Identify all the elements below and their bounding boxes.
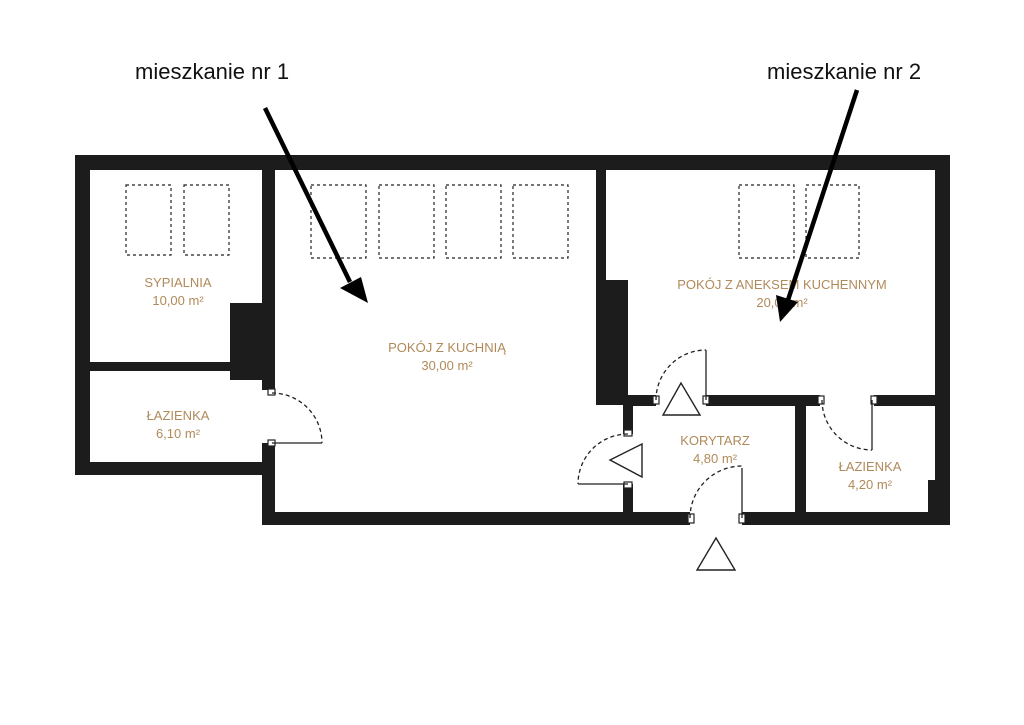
- door-swing-arc: [821, 399, 873, 451]
- wall-left: [75, 155, 90, 475]
- jamb: [870, 395, 878, 405]
- door-opening-bath2: [820, 391, 874, 409]
- wall-right-corner: [928, 480, 950, 525]
- arrow-apartment-1: [262, 107, 353, 283]
- jamb: [687, 513, 695, 524]
- wall-bath-right-lower: [262, 443, 275, 473]
- jamb: [267, 388, 276, 396]
- skylight-window: [183, 184, 230, 256]
- room-name-bathroom-2: ŁAZIENKA: [839, 459, 902, 474]
- jamb: [623, 429, 633, 437]
- room-labels: SYPIALNIA 10,00 m² ŁAZIENKA 6,10 m² POKÓ…: [144, 275, 901, 492]
- room-area-bathroom-2: 4,20 m²: [848, 477, 893, 492]
- arrow-apartment-2: [785, 89, 860, 301]
- room-name-room-with-kitchen: POKÓJ Z KUCHNIĄ: [388, 340, 506, 355]
- skylights: [125, 184, 860, 259]
- wall-bottom-main: [262, 512, 690, 525]
- wall-corridor-top: [623, 395, 935, 406]
- room-name-bedroom: SYPIALNIA: [144, 275, 212, 290]
- doors: [271, 349, 873, 519]
- arrow-head-apartment-2: [776, 295, 798, 322]
- room-area-corridor: 4,80 m²: [693, 451, 738, 466]
- door-swing-arc: [655, 349, 707, 401]
- entry-triangle-icon: [608, 442, 643, 479]
- apartment-1-label: mieszkanie nr 1: [135, 59, 289, 84]
- entry-triangle-icon: [695, 536, 737, 571]
- wall-bedroom-bath: [75, 362, 275, 371]
- door-opening-entrance: [690, 508, 742, 528]
- door-jambs: [267, 388, 878, 524]
- apartment-2-label: mieszkanie nr 2: [767, 59, 921, 84]
- wall-bottom-right: [742, 512, 950, 525]
- skylight-window: [310, 184, 367, 259]
- skylight-window: [512, 184, 569, 259]
- room-area-room-with-kitchen: 30,00 m²: [421, 358, 473, 373]
- annotation-arrows: [262, 89, 860, 322]
- door-swing-arc: [577, 433, 629, 485]
- entrance-markers: [608, 381, 737, 571]
- skylight-window: [378, 184, 435, 259]
- skylight-window: [125, 184, 172, 256]
- room-name-bathroom-1: ŁAZIENKA: [147, 408, 210, 423]
- skylight-window: [738, 184, 795, 259]
- wall-right: [935, 155, 950, 525]
- entry-triangle-icon: [661, 381, 702, 416]
- wall-bottom-left: [75, 462, 275, 475]
- room-name-corridor: KORYTARZ: [680, 433, 750, 448]
- walls: [75, 155, 950, 525]
- arrow-head-apartment-1: [340, 277, 368, 303]
- room-area-bathroom-1: 6,10 m²: [156, 426, 201, 441]
- jamb: [817, 395, 825, 405]
- jamb: [623, 481, 633, 489]
- skylight-window: [805, 184, 860, 259]
- room-area-bedroom: 10,00 m²: [152, 293, 204, 308]
- chimney-right: [596, 280, 628, 405]
- wall-top: [75, 155, 950, 170]
- wall-corridor-bath: [795, 395, 806, 525]
- room-name-room-with-kitchenette: POKÓJ Z ANEKSEM KUCHENNYM: [677, 277, 886, 292]
- door-opening-bath1: [266, 391, 279, 443]
- skylight-window: [445, 184, 502, 259]
- door-swing-arc: [689, 465, 743, 519]
- door-openings: [266, 391, 874, 528]
- door-swing-arc: [271, 392, 323, 444]
